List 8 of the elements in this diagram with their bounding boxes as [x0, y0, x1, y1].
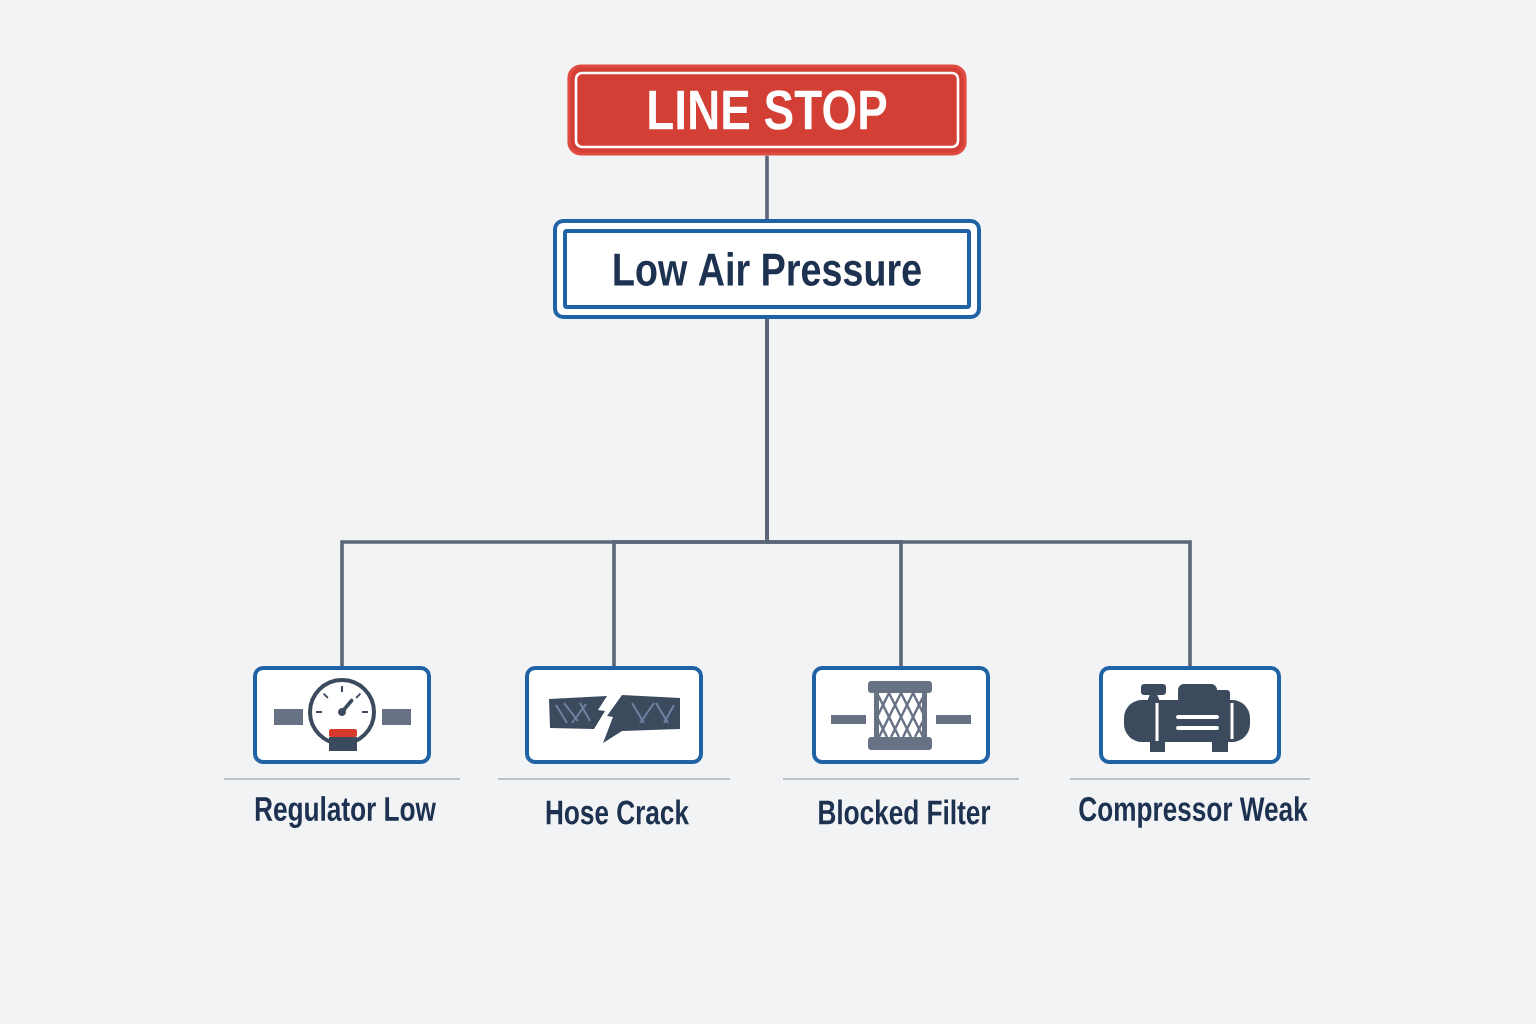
category-box: Low Air Pressure	[553, 219, 981, 319]
connector-line	[765, 155, 769, 219]
cause-label: Compressor Weak	[1079, 796, 1308, 828]
connector-line	[765, 319, 1192, 666]
cause-label: Regulator Low	[255, 796, 436, 828]
cause-label: Blocked Filter	[819, 799, 991, 825]
cause-label: Hose Crack	[546, 799, 689, 825]
alert-box: LINE STOP	[567, 64, 967, 156]
